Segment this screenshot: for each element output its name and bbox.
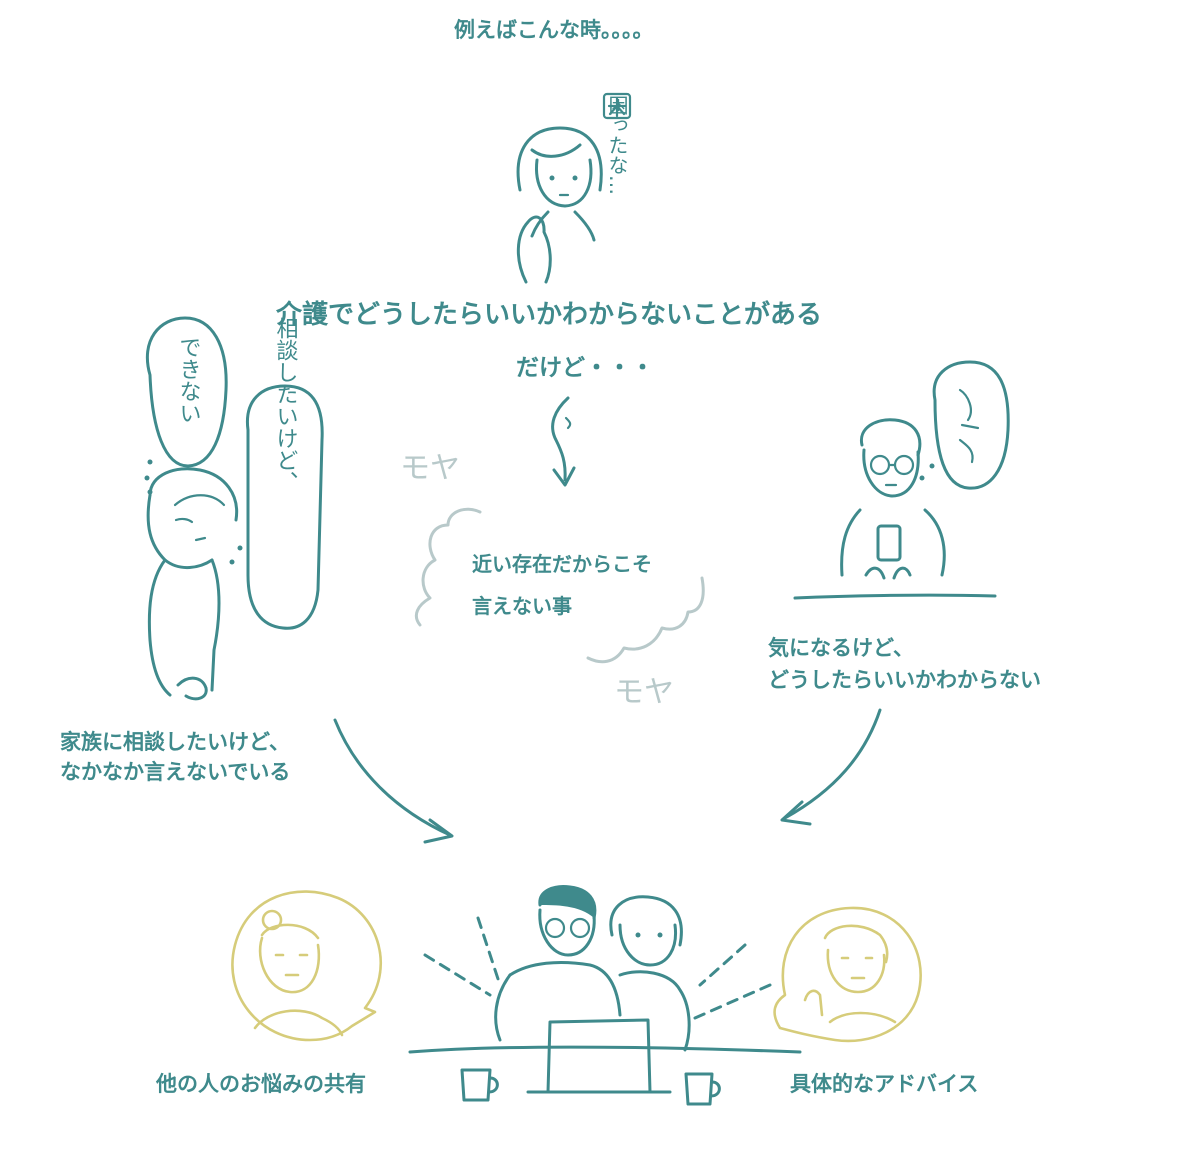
left-caption-line1: 家族に相談したいけど、 (60, 730, 290, 754)
bubble-share (231, 890, 382, 1042)
soudan-text: 相談したいけど、 (273, 317, 299, 493)
right-caption-line1: 気になるけど、 (768, 636, 914, 660)
main-statement: 介護でどうしたらいいかわからないことがある (276, 300, 823, 330)
bottom-right-label: 具体的なアドバイス (790, 1072, 979, 1096)
bubble-advice (773, 906, 922, 1043)
two-people-laptop-illustration (408, 885, 802, 1106)
left-woman-illustration (146, 467, 239, 701)
down-arrow (551, 396, 570, 482)
right-curved-arrow (783, 708, 882, 820)
left-caption-line2: なかなか言えないでいる (60, 760, 291, 784)
moya-text-top: モヤ (400, 451, 460, 486)
center-text-line2: 言えない事 (472, 594, 572, 618)
komatta-text: 困ったな… (605, 95, 629, 195)
balloon-right (919, 360, 1010, 490)
top-caption: 例えばこんな時。。。。 (454, 18, 654, 42)
but-text: だけど・・・ (516, 355, 654, 381)
bottom-left-label: 他の人のお悩みの共有 (156, 1072, 366, 1096)
dekinai-text: できない (176, 336, 201, 424)
right-man-illustration (793, 418, 997, 600)
left-curved-arrow (333, 718, 452, 837)
moya-cloud-bottom: モヤ (586, 576, 705, 710)
center-text-line1: 近い存在だからこそ (472, 552, 652, 576)
moya-cloud-top: モヤ (400, 451, 482, 627)
moya-text-bottom: モヤ (614, 675, 674, 710)
balloon-soudan: 相談したいけど、 (229, 317, 324, 630)
balloon-dekinai: できない (144, 316, 228, 495)
right-caption-line2: どうしたらいいかわからない (768, 668, 1041, 692)
troubled-woman-illustration (516, 126, 603, 284)
thought-komatta: 困ったな… (602, 92, 632, 195)
